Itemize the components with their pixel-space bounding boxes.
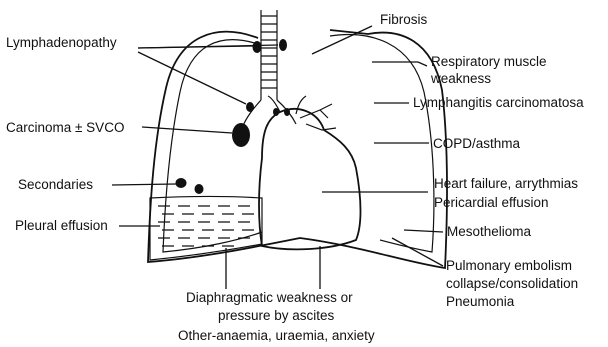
label-secondaries: Secondaries [18,177,93,192]
lymph-node-hilar [246,102,254,112]
secondary-deposit-1 [176,178,187,188]
label-respiratory-muscle: Respiratory muscle [431,54,547,69]
label-diaphragmatic-weakness: Diaphragmatic weakness or [186,290,353,305]
label-fibrosis: Fibrosis [380,12,428,27]
label-mesothelioma: Mesothelioma [447,224,532,239]
label-pericardial-effusion: Pericardial effusion [434,195,549,210]
secondary-deposit-2 [195,184,204,194]
heart-outline [259,109,361,249]
label-pneumonia: Pneumonia [446,294,515,309]
label-other-causes: Other-anaemia, uraemia, anxiety [178,328,375,343]
carcinoma-mass [232,123,250,147]
label-pleural-effusion: Pleural effusion [15,218,108,233]
label-pressure-by-ascites: pressure by ascites [218,308,335,323]
hilar-node-2 [284,108,290,116]
hilar-node-3 [273,108,279,116]
label-lymphadenopathy: Lymphadenopathy [6,35,117,50]
label-copd: COPD/asthma [433,136,521,151]
label-weakness: weakness [430,71,491,86]
label-pulmonary-embolism: Pulmonary embolism [446,258,572,273]
lymph-node-right [279,39,287,51]
label-heart-failure: Heart failure, arrythmias [434,176,578,191]
thorax-outer-outline [148,30,447,268]
lymphangitis-lines [300,104,336,130]
label-collapse-consolidation: collapse/consolidation [446,276,578,291]
lymph-node-left [253,41,262,53]
pleural-effusion-shading [150,197,262,261]
label-lymphangitis: Lymphangitis carcinomatosa [413,95,584,110]
label-carcinoma: Carcinoma ± SVCO [6,120,124,135]
